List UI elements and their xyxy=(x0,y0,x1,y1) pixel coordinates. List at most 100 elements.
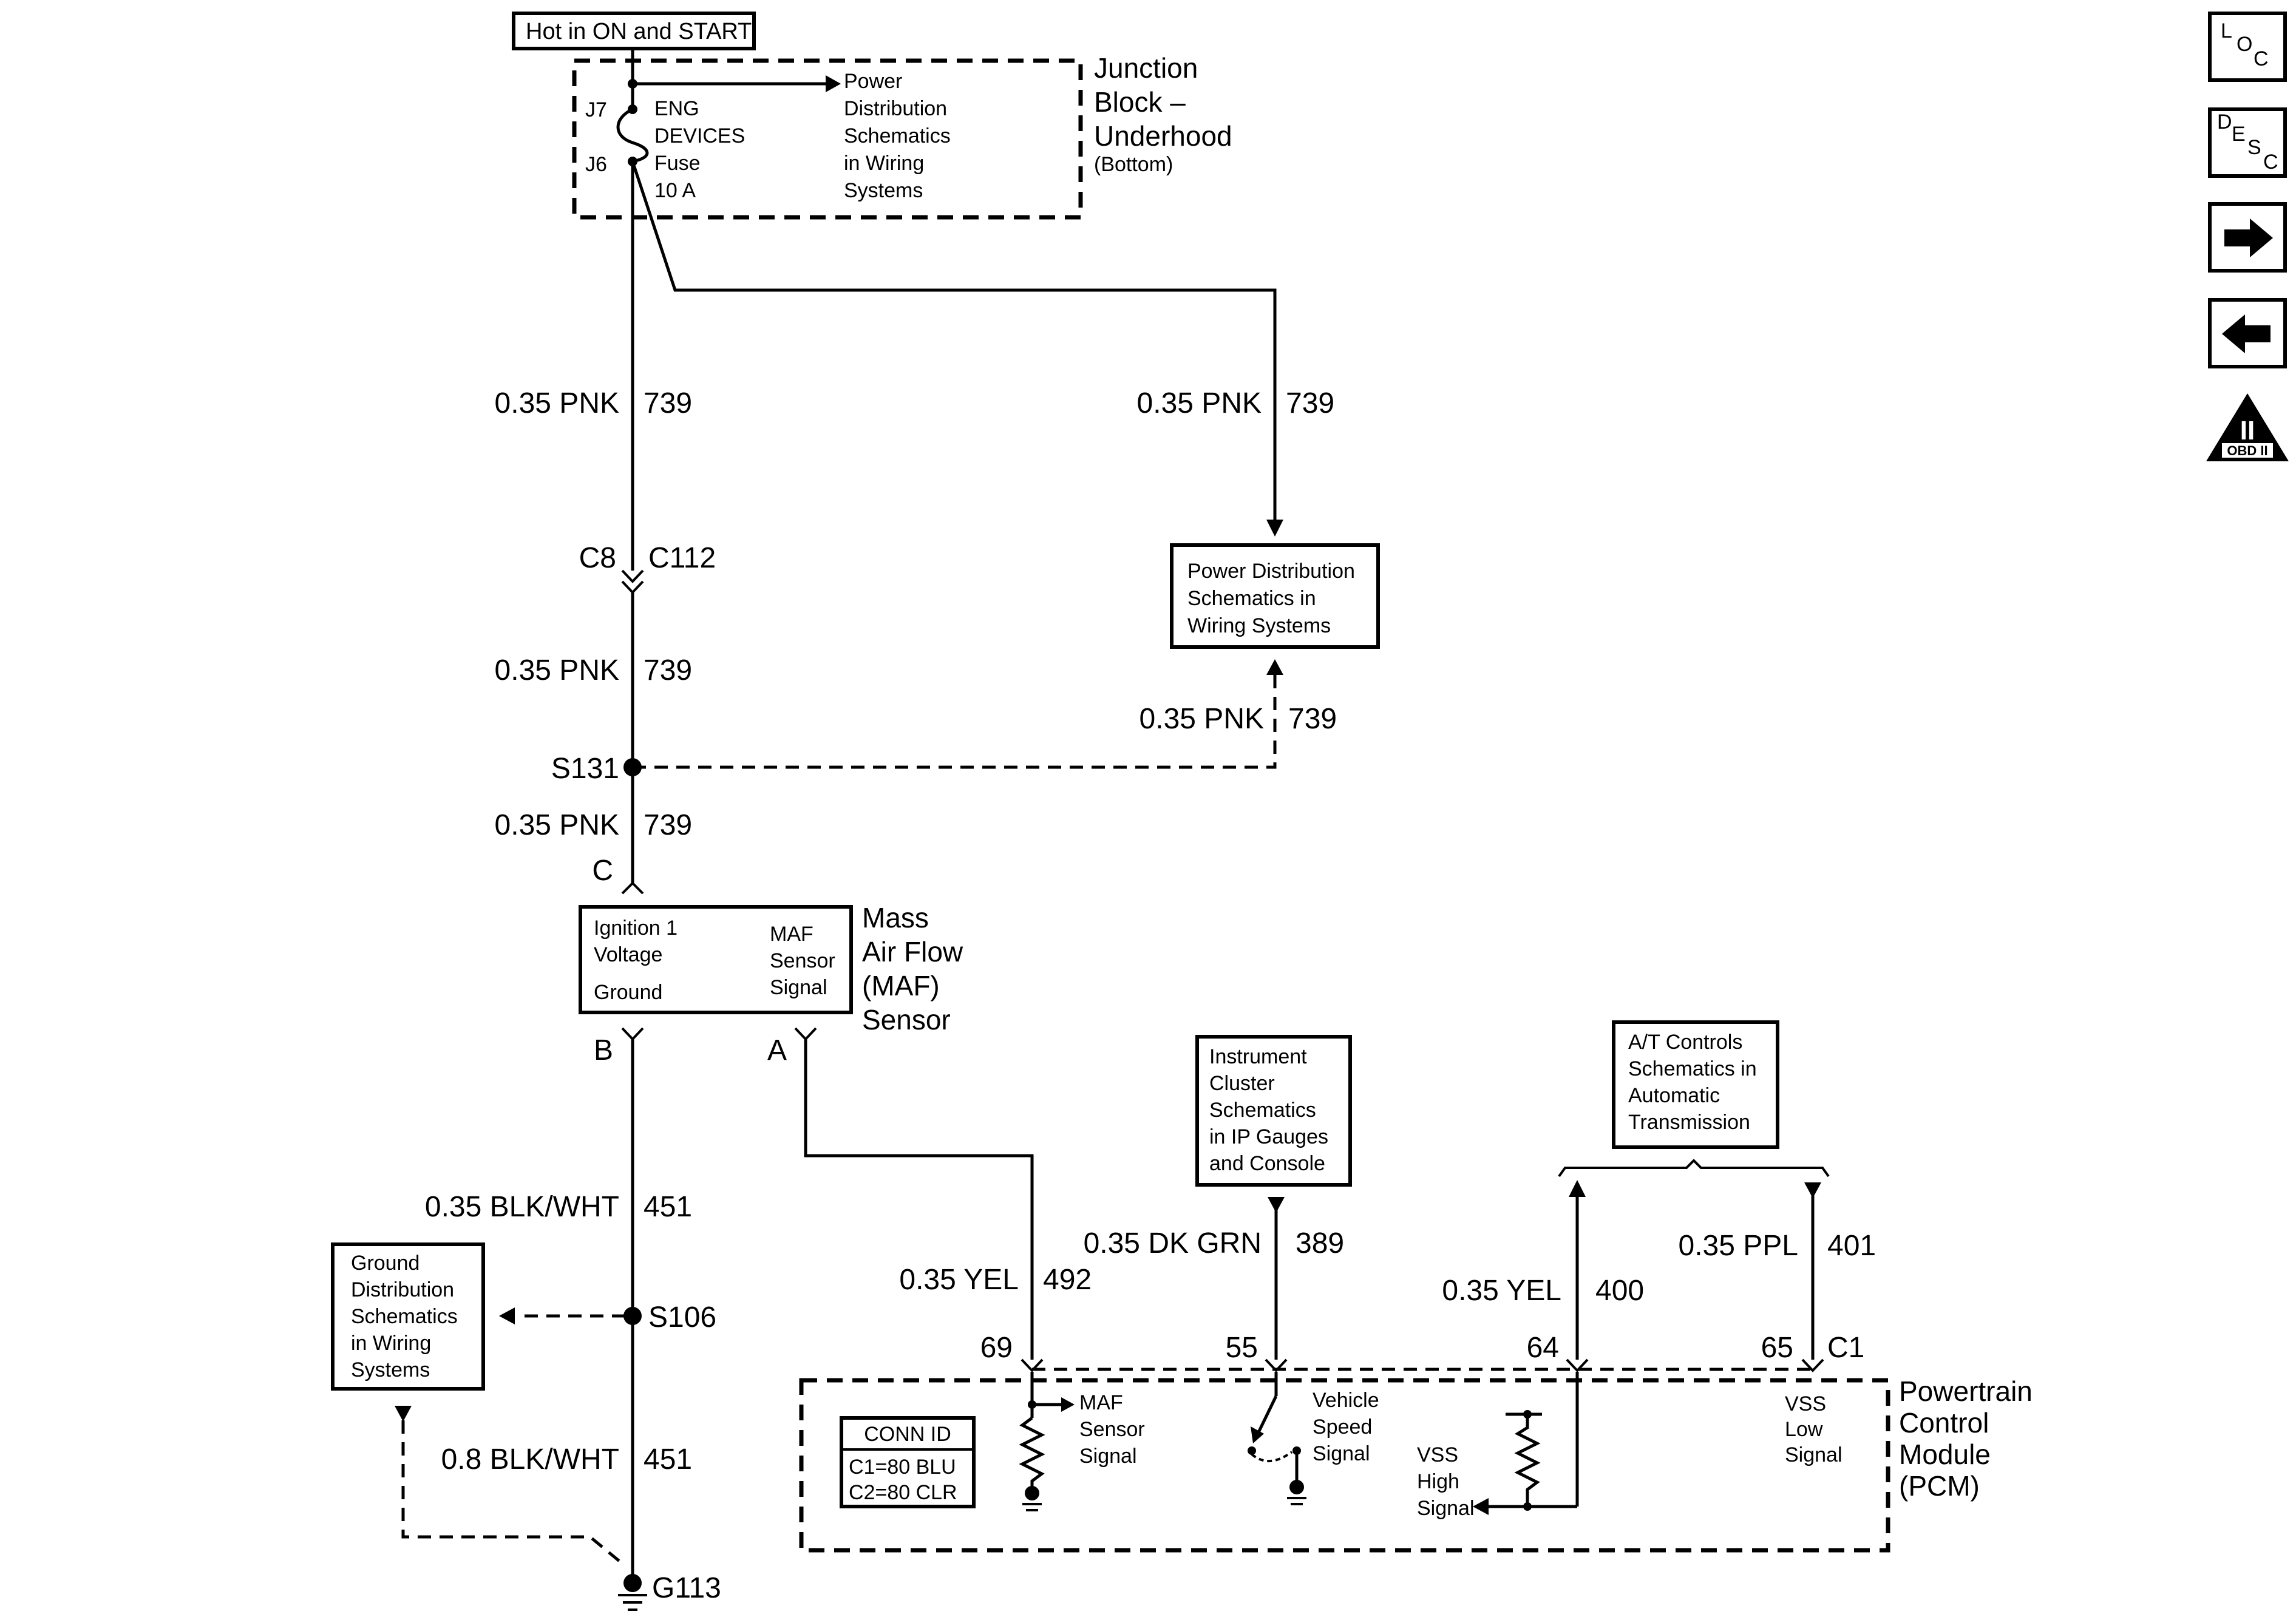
junction-block-subtitle: (Bottom) xyxy=(1094,153,1173,176)
wire-11-gauge: 0.35 PPL xyxy=(1679,1230,1798,1262)
loc-button[interactable]: L O C xyxy=(2208,12,2287,82)
pcm-maf-signal-label: MAF Sensor Signal xyxy=(1079,1391,1150,1468)
svg-text:Power Distribution Schem: Power Distribution Schematics in Wiring … xyxy=(1187,560,1360,637)
svg-text:Ignition 1 Voltage: Ignition 1 Voltage xyxy=(594,917,683,966)
wire-739-dashed xyxy=(633,659,1283,769)
junction-block: J7 J6 ENG DEVICES Fuse 10 A Power Distri… xyxy=(572,52,1232,220)
instrument-cluster-box: Instrument Cluster Schematics in IP Gaug… xyxy=(1195,1035,1352,1187)
connector-maf-a: A xyxy=(767,1034,787,1066)
pcm-vss-high-label: VSS High Signal xyxy=(1417,1443,1475,1520)
at-controls-box: A/T Controls Schematics in Automatic Tra… xyxy=(1612,1020,1779,1149)
forward-button[interactable] xyxy=(2208,202,2287,273)
wire-5-gauge: 0.35 PNK xyxy=(495,809,619,841)
wire-1-gauge: 0.35 PNK xyxy=(495,387,619,419)
pcm-maf-signal-circuit xyxy=(1019,1372,1075,1511)
pcm-vss-switch xyxy=(1248,1372,1306,1505)
wire-389 xyxy=(1265,1197,1288,1372)
wire-6-gauge: 0.35 BLK/WHT xyxy=(425,1191,619,1223)
svg-text:C: C xyxy=(2254,47,2269,70)
ground-g113-symbol xyxy=(618,1574,647,1611)
wire-401 xyxy=(1801,1182,1824,1372)
pcm-vss-label: Vehicle Speed Signal xyxy=(1313,1389,1385,1465)
maf-sensor: Ignition 1 Voltage Ground MAF Sensor Sig… xyxy=(579,902,971,1036)
svg-text:Hot in ON and START: Hot in ON and START xyxy=(526,19,752,44)
wire-4-gauge: 0.35 PNK xyxy=(1140,703,1264,735)
svg-text:Instrument Cluster: Instrument Cluster Schematics in IP Gaug… xyxy=(1209,1045,1334,1175)
pcm-connector-c1: C1 xyxy=(1827,1332,1864,1364)
wire-9-gauge: 0.35 DK GRN xyxy=(1084,1227,1262,1259)
wire-8-circuit: 492 xyxy=(1043,1264,1092,1296)
pcm-pin-55: 55 xyxy=(1226,1332,1258,1364)
splice-s131-dot xyxy=(623,758,642,776)
wire-3-circuit: 739 xyxy=(644,654,692,686)
conn-id-box: CONN ID C1=80 BLU C2=80 CLR xyxy=(840,1416,976,1508)
pcm-vss-low-label: VSS Low Signal xyxy=(1785,1392,1843,1466)
svg-text:D: D xyxy=(2217,110,2232,134)
svg-text:O: O xyxy=(2237,33,2252,56)
splice-s131-label: S131 xyxy=(551,753,619,785)
svg-text:C1=80 BLU C2=80 CLR: C1=80 BLU C2=80 CLR xyxy=(849,1456,962,1504)
svg-text:A/T Controls Schematics: A/T Controls Schematics in Automatic Tra… xyxy=(1628,1031,1762,1134)
wire-400 xyxy=(1566,1180,1589,1372)
connector-c8: C8 xyxy=(579,542,616,574)
wire-7-gauge: 0.8 BLK/WHT xyxy=(441,1443,619,1476)
junction-block-title: Junction Block – Underhood xyxy=(1094,52,1232,152)
fuse-label: ENG DEVICES Fuse 10 A xyxy=(654,97,751,202)
wire-11-circuit: 401 xyxy=(1827,1230,1876,1262)
pcm-pin-65: 65 xyxy=(1761,1332,1793,1364)
svg-text:II: II xyxy=(2240,416,2255,446)
power-dist-ref-text: Power Distribution Schematics in Wiring … xyxy=(844,70,956,202)
svg-text:MAF Sensor Signal: MAF Sensor Signal xyxy=(770,923,841,999)
pcm-title: Powertrain Control Module (PCM) xyxy=(1899,1375,2040,1502)
wire-6-circuit: 451 xyxy=(644,1191,692,1223)
wire-8-gauge: 0.35 YEL xyxy=(899,1264,1019,1296)
wire-5-circuit: 739 xyxy=(644,809,692,841)
ground-dist-dashed xyxy=(395,1406,627,1567)
pcm-pin-69: 69 xyxy=(980,1332,1013,1364)
wire-10-gauge: 0.35 YEL xyxy=(1442,1275,1561,1307)
wire-10-circuit: 400 xyxy=(1595,1275,1644,1307)
wire-492 xyxy=(804,1039,1044,1372)
connector-maf-c: C xyxy=(592,855,613,887)
arrow-right-icon xyxy=(2224,219,2273,257)
wire-739-branch xyxy=(631,161,1283,537)
pcm-vss-high-circuit xyxy=(1473,1372,1579,1515)
pcm-module: Powertrain Control Module (PCM) xyxy=(799,1375,2040,1553)
svg-text:Ground Distribution: Ground Distribution Schematics in Wiring… xyxy=(351,1252,463,1381)
fuse-symbol xyxy=(616,49,841,166)
at-bracket xyxy=(1558,1159,1830,1178)
splice-s106-label: S106 xyxy=(648,1301,716,1334)
power-distribution-box: Power Distribution Schematics in Wiring … xyxy=(1170,543,1380,649)
ground-g113-label: G113 xyxy=(652,1572,721,1604)
arrow-left-icon xyxy=(2222,314,2271,353)
svg-text:OBD II: OBD II xyxy=(2227,443,2267,458)
connector-c112: C112 xyxy=(648,542,716,574)
connector-maf-b: B xyxy=(594,1034,613,1066)
wire-9-circuit: 389 xyxy=(1296,1227,1344,1259)
desc-button[interactable]: D E S C xyxy=(2208,107,2287,178)
pin-a-symbol xyxy=(794,1027,817,1041)
wire-1-circuit: 739 xyxy=(644,387,692,419)
pin-b-symbol xyxy=(621,1027,644,1041)
wire-7-circuit: 451 xyxy=(644,1443,692,1476)
pcm-pin-64: 64 xyxy=(1527,1332,1559,1364)
wire-3-gauge: 0.35 PNK xyxy=(495,654,619,686)
svg-text:C: C xyxy=(2263,151,2278,174)
maf-sensor-title: Mass Air Flow (MAF) Sensor xyxy=(862,902,971,1036)
svg-text:E: E xyxy=(2232,123,2246,146)
wire-2-gauge: 0.35 PNK xyxy=(1137,387,1262,419)
obd-ii-badge[interactable]: II OBD II xyxy=(2206,393,2289,461)
ground-distribution-box: Ground Distribution Schematics in Wiring… xyxy=(331,1242,485,1391)
svg-text:L: L xyxy=(2221,19,2232,42)
pin-j7-label: J7 xyxy=(585,98,607,121)
wire-2-circuit: 739 xyxy=(1286,387,1334,419)
wire-739-main xyxy=(621,161,644,895)
splice-s106-dot xyxy=(623,1307,642,1325)
svg-text:CONN ID: CONN ID xyxy=(864,1423,951,1446)
back-button[interactable] xyxy=(2208,298,2287,368)
wire-4-circuit: 739 xyxy=(1288,703,1337,735)
wire-451-dashed xyxy=(499,1307,625,1324)
pin-j6-label: J6 xyxy=(585,153,607,176)
svg-text:S: S xyxy=(2247,136,2261,159)
